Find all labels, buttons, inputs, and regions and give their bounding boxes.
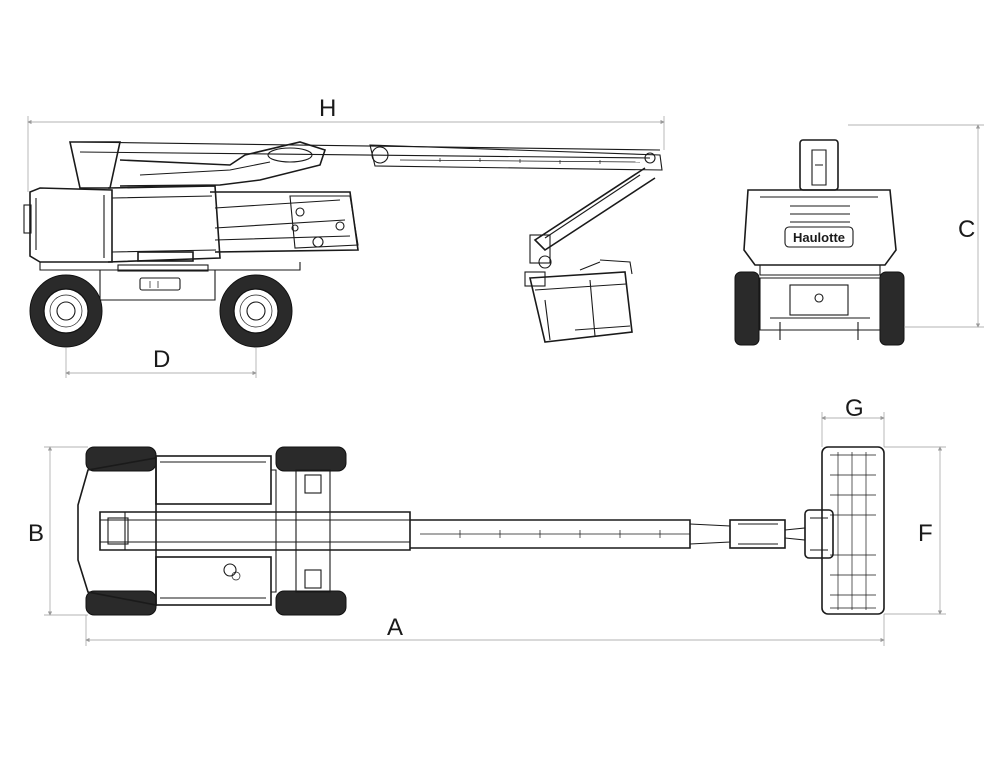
dimension-label-a: A (387, 614, 404, 641)
rear-wheel (29, 274, 103, 348)
top-tires (85, 446, 347, 616)
dimension-a-line (85, 614, 885, 646)
dimension-f-line (884, 446, 946, 615)
dimension-h-line (27, 116, 665, 192)
turret (210, 191, 359, 253)
platform-top (821, 446, 885, 615)
boom (69, 141, 663, 269)
dimension-b-line (44, 446, 88, 616)
chassis (23, 185, 301, 301)
dimension-d-line (65, 347, 257, 378)
rear-view: Haulotte (734, 124, 984, 346)
brand-logo-text: Haulotte (793, 230, 845, 245)
dimension-label-h: H (319, 95, 337, 122)
dimension-label-d: D (153, 346, 171, 373)
dimension-g-line (821, 412, 885, 447)
top-view (44, 412, 946, 646)
dimension-label-f: F (918, 520, 933, 547)
dimension-label-g: G (845, 395, 864, 422)
basket (524, 259, 633, 343)
side-view (23, 116, 665, 378)
dimension-label-b: B (28, 520, 45, 547)
dimension-c-line (848, 124, 984, 328)
front-wheel (219, 274, 293, 348)
dimension-label-c: C (958, 216, 976, 243)
